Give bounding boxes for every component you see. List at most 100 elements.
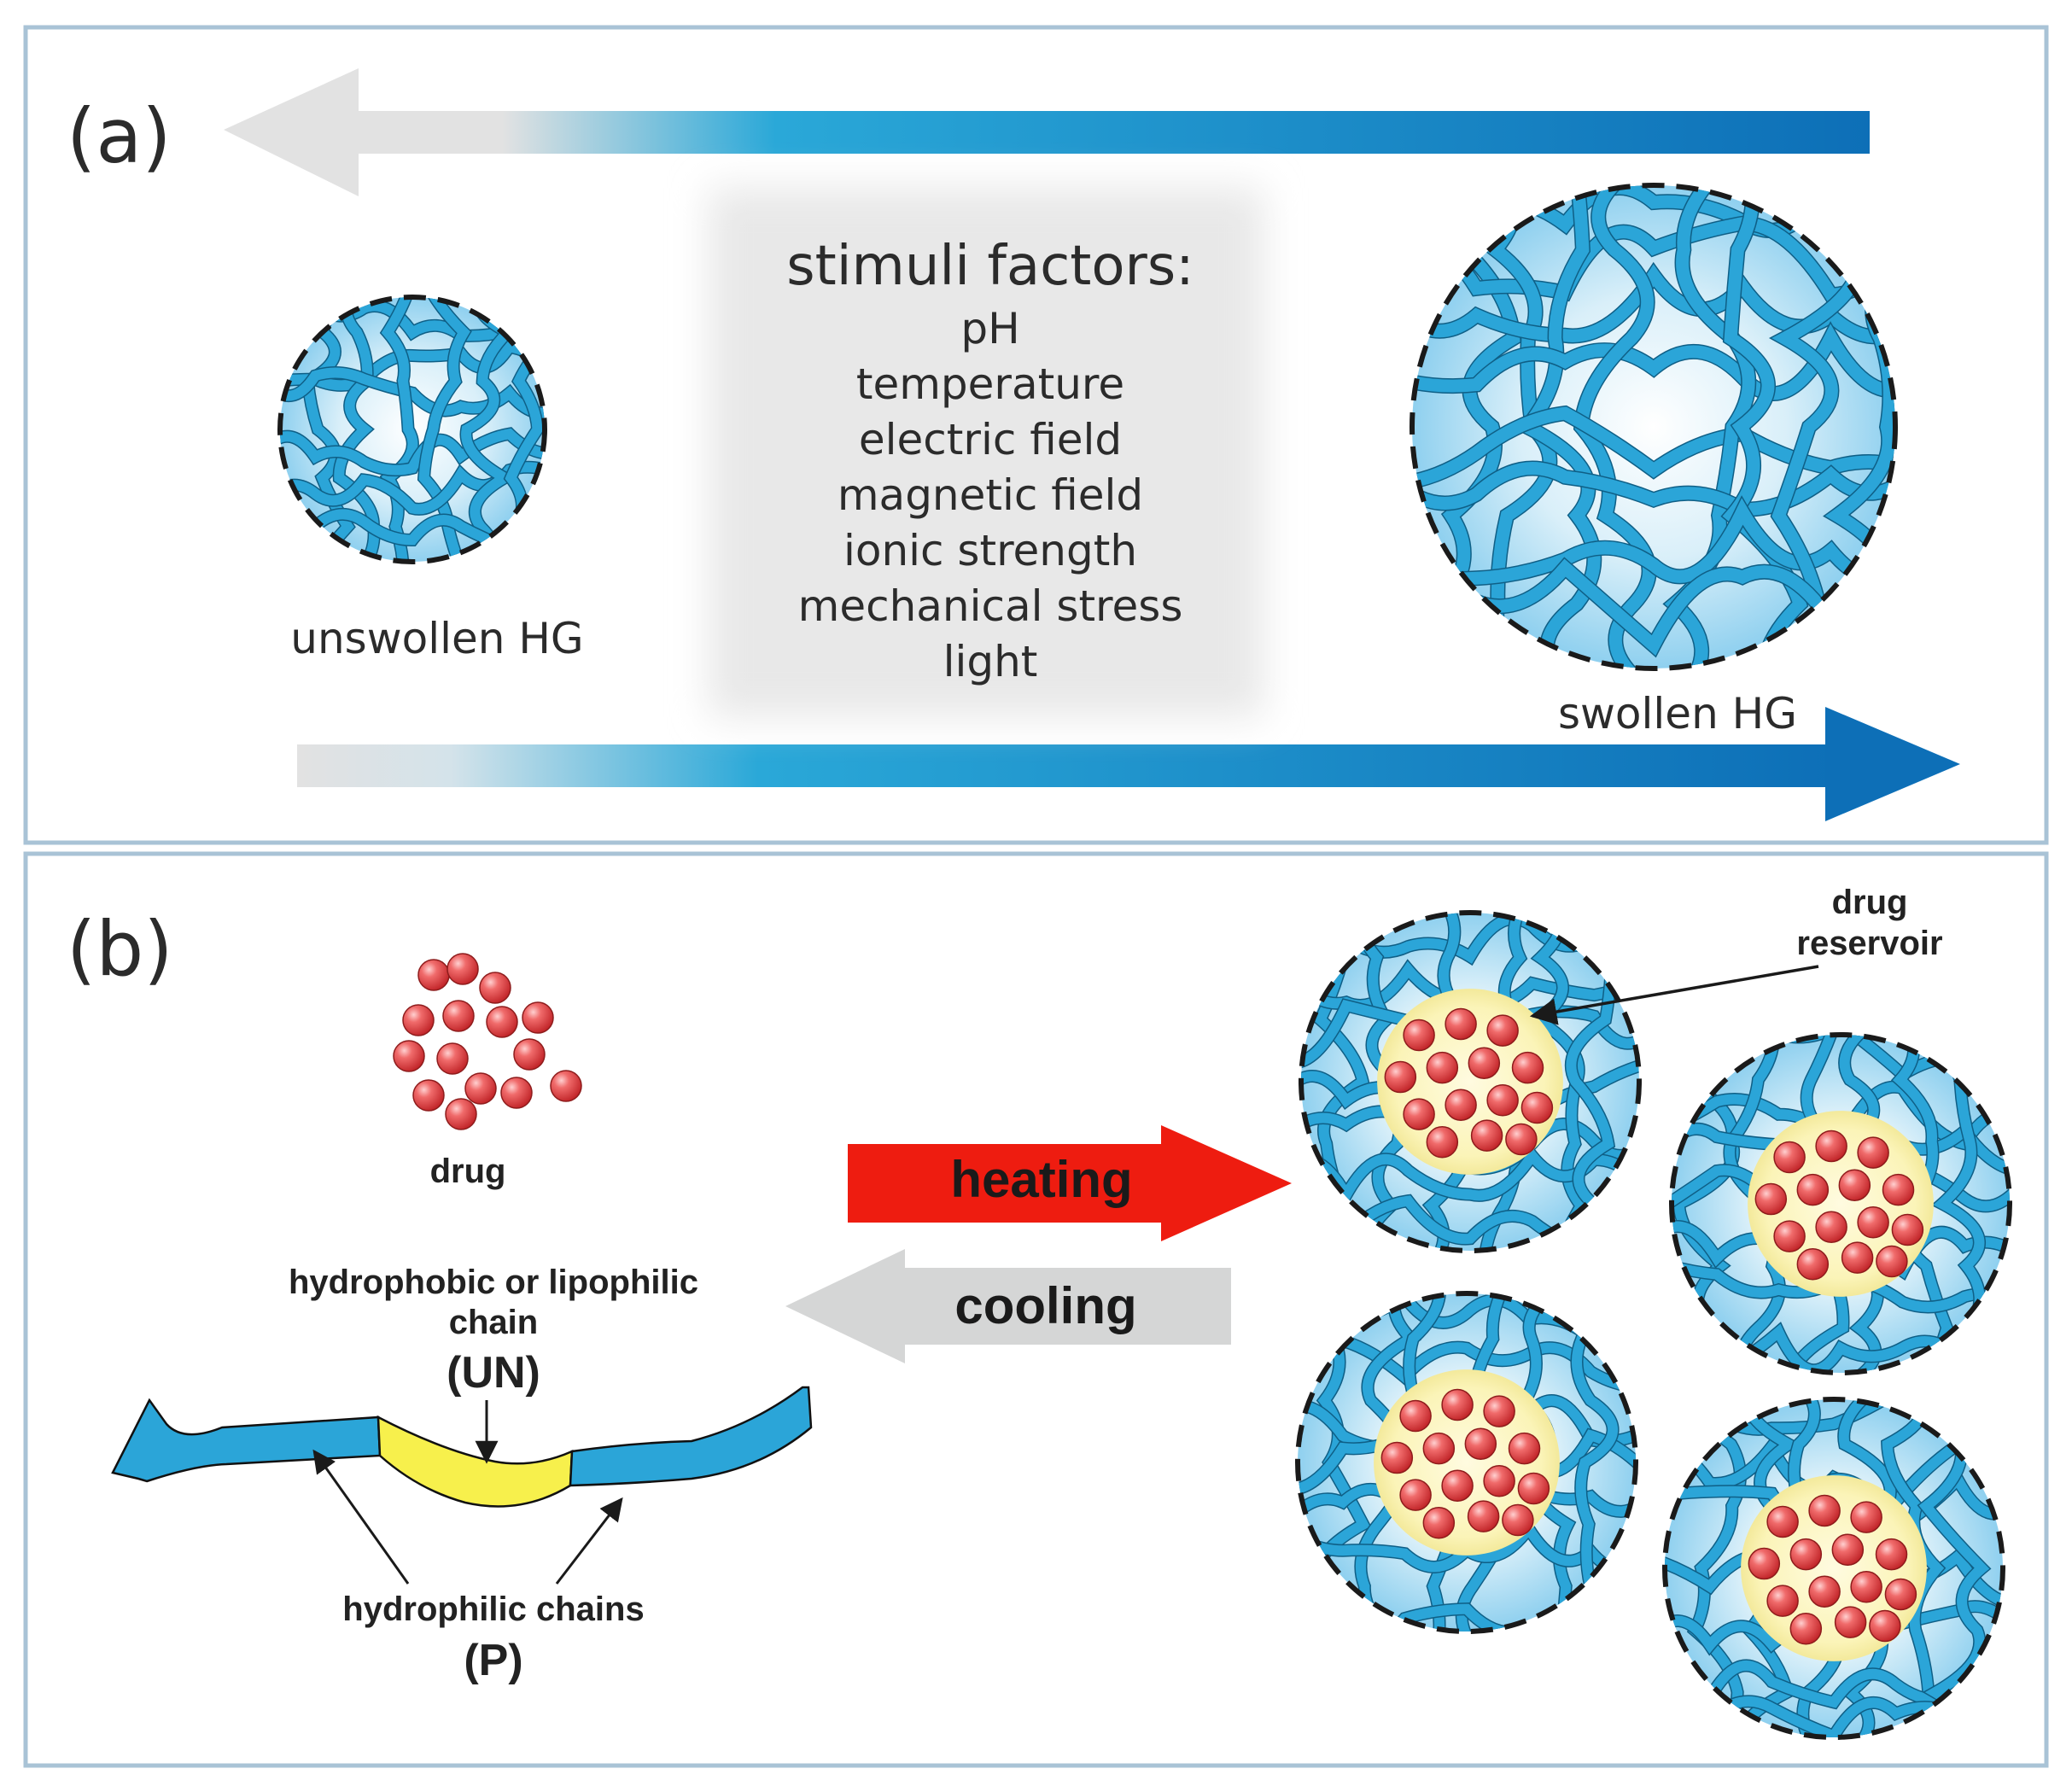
drug-particle	[1831, 1533, 1865, 1566]
drug-particle	[1869, 1609, 1901, 1643]
reservoir-label: drug	[1832, 884, 1908, 921]
drug-particle	[464, 1072, 497, 1105]
drug-particle	[486, 1006, 518, 1038]
drug-particle	[1486, 1014, 1519, 1047]
drug-particle	[1754, 1182, 1788, 1216]
stimulus-item: magnetic field	[838, 470, 1143, 520]
hydrogel-boundary	[1295, 1291, 1638, 1634]
drug-particle	[1403, 1019, 1435, 1052]
drug-particle	[1441, 1388, 1474, 1421]
hydrophilic-segment-right	[569, 1386, 813, 1487]
drug-particle	[1857, 1206, 1889, 1239]
drug-particle	[1834, 1606, 1867, 1638]
drug-particle	[1380, 1441, 1414, 1474]
hydrogel-boundary	[1669, 1032, 2012, 1375]
hydrophobic-label-line2: chain	[449, 1304, 538, 1341]
drug-particle	[1796, 1173, 1830, 1206]
drug-particle	[1766, 1505, 1799, 1538]
drug-particle	[1502, 1503, 1534, 1537]
micelle-hydrogel	[1299, 910, 1642, 1253]
panel-a-label: (a)	[67, 92, 172, 180]
stimulus-item: light	[943, 637, 1038, 686]
drug-particle	[1403, 1098, 1435, 1130]
drug-particle	[1445, 1089, 1477, 1121]
drug-particle	[1882, 1173, 1915, 1206]
drug-particle	[412, 1079, 445, 1112]
drug-particle	[1470, 1119, 1503, 1152]
stimuli-list: pH temperature electric field magnetic f…	[798, 304, 1183, 686]
swollen-label: swollen HG	[1558, 689, 1797, 738]
drug-particle	[1789, 1538, 1823, 1571]
drug-particle	[447, 953, 479, 985]
drug-particle	[1875, 1538, 1908, 1571]
drug-particle	[1748, 1547, 1781, 1580]
cooling-arrow: cooling	[785, 1249, 1231, 1363]
drug-particle	[1384, 1060, 1417, 1094]
drug-particle	[550, 1070, 582, 1102]
drug-particle	[1426, 1051, 1459, 1084]
drug-particle	[479, 972, 511, 1004]
drug-particle	[1422, 1507, 1456, 1539]
stimulus-item: pH	[960, 304, 1019, 353]
drug-particle	[1464, 1427, 1497, 1460]
drug-particle	[513, 1038, 546, 1071]
drug-particle	[1815, 1129, 1847, 1163]
hydrogel-boundary	[277, 295, 547, 564]
drug-particle	[500, 1077, 533, 1109]
drug-particle	[442, 1000, 475, 1032]
drug-particle	[1467, 1500, 1500, 1532]
reservoir-label-line2: reservoir	[1796, 925, 1942, 962]
drug-particle	[1422, 1432, 1456, 1465]
drug-particle	[1468, 1047, 1501, 1079]
drug-particle	[1808, 1575, 1841, 1608]
stimulus-item: electric field	[859, 415, 1122, 464]
drug-particle	[1850, 1501, 1882, 1533]
drug-particle	[522, 1001, 554, 1034]
hydrogel-boundary	[1410, 183, 1898, 671]
drug-particle	[393, 1040, 425, 1072]
drug-particle	[445, 1098, 477, 1130]
drug-particle	[436, 1042, 469, 1075]
drug-particle	[1876, 1245, 1908, 1278]
un-label: (UN)	[447, 1348, 540, 1398]
hydrogel-boundary	[1662, 1397, 2005, 1740]
drug-particle	[1399, 1479, 1432, 1511]
drug-particle	[1511, 1051, 1544, 1084]
drug-particle	[1773, 1141, 1806, 1174]
cooling-label: cooling	[954, 1277, 1136, 1334]
hydrophilic-pointer-left	[312, 1449, 410, 1585]
drug-particle	[1857, 1136, 1889, 1169]
swelling-arrow	[297, 707, 1960, 821]
unswollen-label: unswollen HG	[290, 614, 583, 663]
stimuli-title: stimuli factors:	[786, 235, 1194, 298]
panel-b-label: (b)	[67, 905, 173, 993]
drug-particle	[1483, 1395, 1515, 1427]
stimulus-item: mechanical stress	[798, 581, 1183, 631]
drug-particle	[1789, 1613, 1823, 1645]
reservoir-pointer-arrow	[1529, 965, 1819, 1025]
drug-particle	[1517, 1472, 1550, 1505]
drug-particle	[1441, 1469, 1474, 1502]
drug-particle	[417, 959, 450, 991]
drug-particle	[1508, 1432, 1541, 1465]
hydrophobic-label: hydrophobic or lipophilic	[289, 1264, 698, 1301]
drug-particle	[1838, 1169, 1871, 1201]
hydrophilic-pointer-right	[555, 1497, 623, 1585]
drug-particle	[1773, 1220, 1806, 1252]
drug-particle	[1815, 1211, 1847, 1243]
drug-cluster	[393, 953, 582, 1130]
heating-label: heating	[950, 1151, 1132, 1208]
micelle-hydrogel	[1669, 1032, 2012, 1375]
drug-particle	[1891, 1213, 1924, 1246]
drug-particle	[1483, 1465, 1515, 1497]
drug-particle	[1486, 1084, 1519, 1117]
drug-particle	[1841, 1241, 1874, 1274]
hydrophilic-label: hydrophilic chains	[342, 1591, 644, 1628]
shrinking-arrow	[224, 68, 1870, 196]
drug-particle	[1520, 1091, 1554, 1124]
drug-particle	[1796, 1248, 1830, 1281]
hydrogel-boundary	[1299, 910, 1642, 1253]
p-label: (P)	[464, 1636, 522, 1685]
drug-particle	[1505, 1123, 1538, 1156]
